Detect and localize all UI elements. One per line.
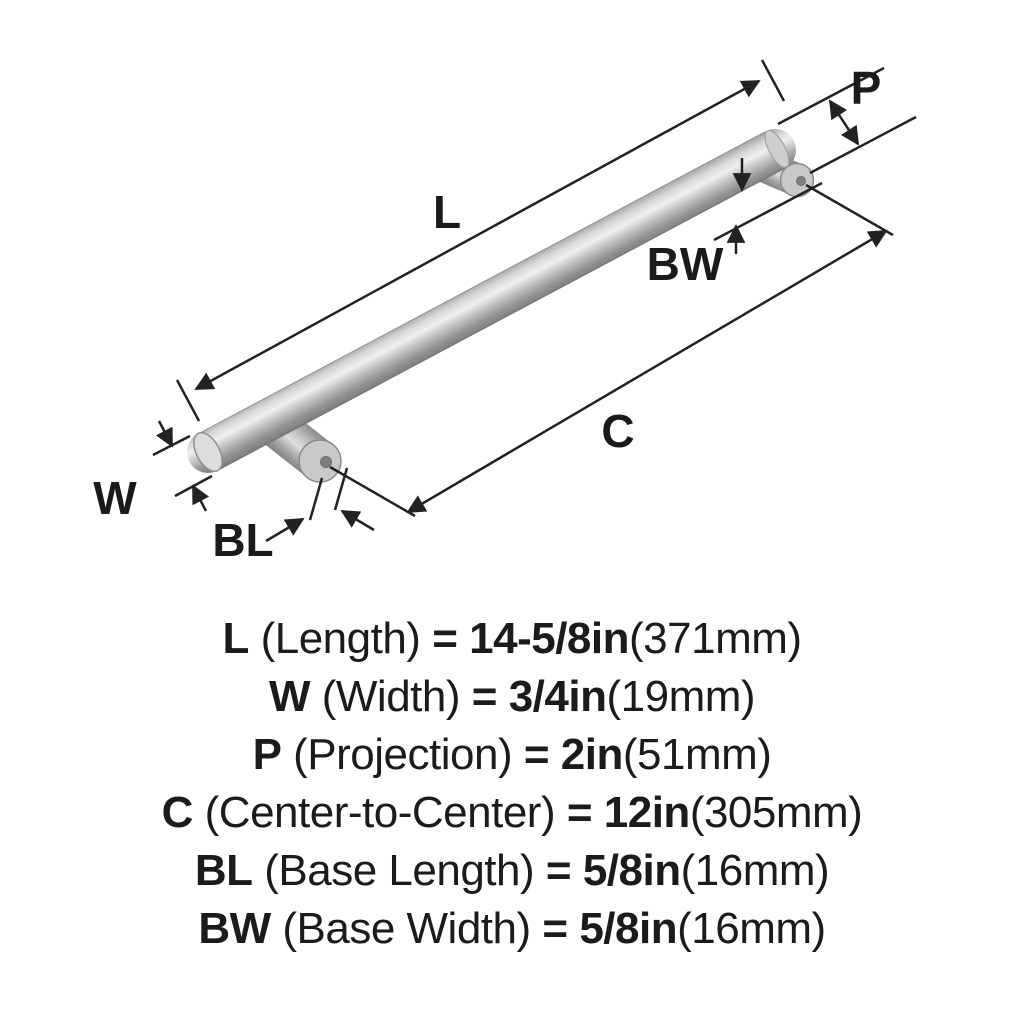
legend-metric: (51mm) (622, 730, 772, 779)
bl-arrow-right (340, 509, 375, 532)
equals-sign: = (523, 730, 550, 779)
bl-dimension-label: BL (212, 514, 273, 566)
c-dimension-label: C (601, 405, 634, 457)
right-post-screw-hole (796, 176, 806, 186)
c-extension-left (329, 465, 416, 518)
legend-row-center-to-center: C (Center-to-Center) = 12in(305mm) (0, 784, 1024, 842)
legend-row-width: W (Width) = 3/4in(19mm) (0, 668, 1024, 726)
dimension-lines (152, 59, 917, 543)
legend-name: (Width) (321, 672, 461, 721)
dimension-legend: L (Length) = 14-5/8in(371mm) W (Width) =… (0, 610, 1024, 958)
legend-metric: (371mm) (629, 614, 802, 663)
p-dimension-label: P (851, 62, 882, 114)
legend-name: (Base Length) (264, 846, 535, 895)
left-post-screw-hole (320, 456, 332, 468)
legend-label: L (222, 614, 249, 663)
bl-tick-1 (308, 477, 324, 521)
w-arrow-bottom (191, 484, 210, 512)
bar-bottom-edge (217, 167, 786, 471)
legend-value: 14-5/8in (469, 614, 630, 663)
bar-pull-handle (187, 129, 815, 483)
w-arrow-top (155, 420, 174, 448)
legend-label: P (252, 730, 282, 779)
bar-left-end-face (193, 431, 223, 473)
p-extension-base (809, 115, 917, 175)
legend-label: C (161, 788, 194, 837)
legend-label: BL (194, 846, 253, 895)
legend-value: 12in (603, 788, 691, 837)
legend-metric: (19mm) (606, 672, 756, 721)
bl-tick-2 (333, 467, 349, 511)
p-dimension-arrow (828, 99, 860, 146)
legend-name: (Base Width) (282, 904, 531, 953)
legend-metric: (16mm) (677, 904, 826, 953)
legend-name: (Projection) (293, 730, 513, 779)
legend-row-base-length: BL (Base Length) = 5/8in(16mm) (0, 842, 1024, 900)
l-tick-right (760, 59, 786, 102)
legend-value: 5/8in (579, 904, 678, 953)
legend-label: W (268, 672, 311, 721)
legend-row-base-width: BW (Base Width) = 5/8in(16mm) (0, 900, 1024, 958)
w-dimension-label: W (93, 472, 137, 524)
left-post-face (298, 439, 342, 483)
equals-sign: = (566, 788, 593, 837)
equals-sign: = (471, 672, 498, 721)
legend-value: 5/8in (582, 846, 681, 895)
legend-row-projection: P (Projection) = 2in(51mm) (0, 726, 1024, 784)
legend-value: 3/4in (508, 672, 607, 721)
bl-arrow-left (265, 517, 305, 543)
equals-sign: = (545, 846, 572, 895)
legend-name: (Center-to-Center) (204, 788, 556, 837)
dimension-diagram: L P BW C W BL (93, 59, 917, 566)
legend-row-length: L (Length) = 14-5/8in(371mm) (0, 610, 1024, 668)
c-dimension-line (406, 229, 888, 514)
legend-name: (Length) (260, 614, 421, 663)
legend-value: 2in (560, 730, 624, 779)
legend-metric: (305mm) (689, 788, 863, 837)
bw-dimension-label: BW (647, 238, 724, 290)
l-tick-left (175, 379, 201, 422)
legend-metric: (16mm) (680, 846, 830, 895)
bar (187, 129, 796, 473)
legend-label: BW (198, 904, 271, 953)
l-dimension-line (194, 79, 761, 391)
equals-sign: = (432, 614, 458, 663)
equals-sign: = (542, 904, 568, 953)
c-extension-right (805, 183, 894, 237)
p-extension-top (777, 66, 885, 126)
l-dimension-label: L (433, 186, 461, 238)
